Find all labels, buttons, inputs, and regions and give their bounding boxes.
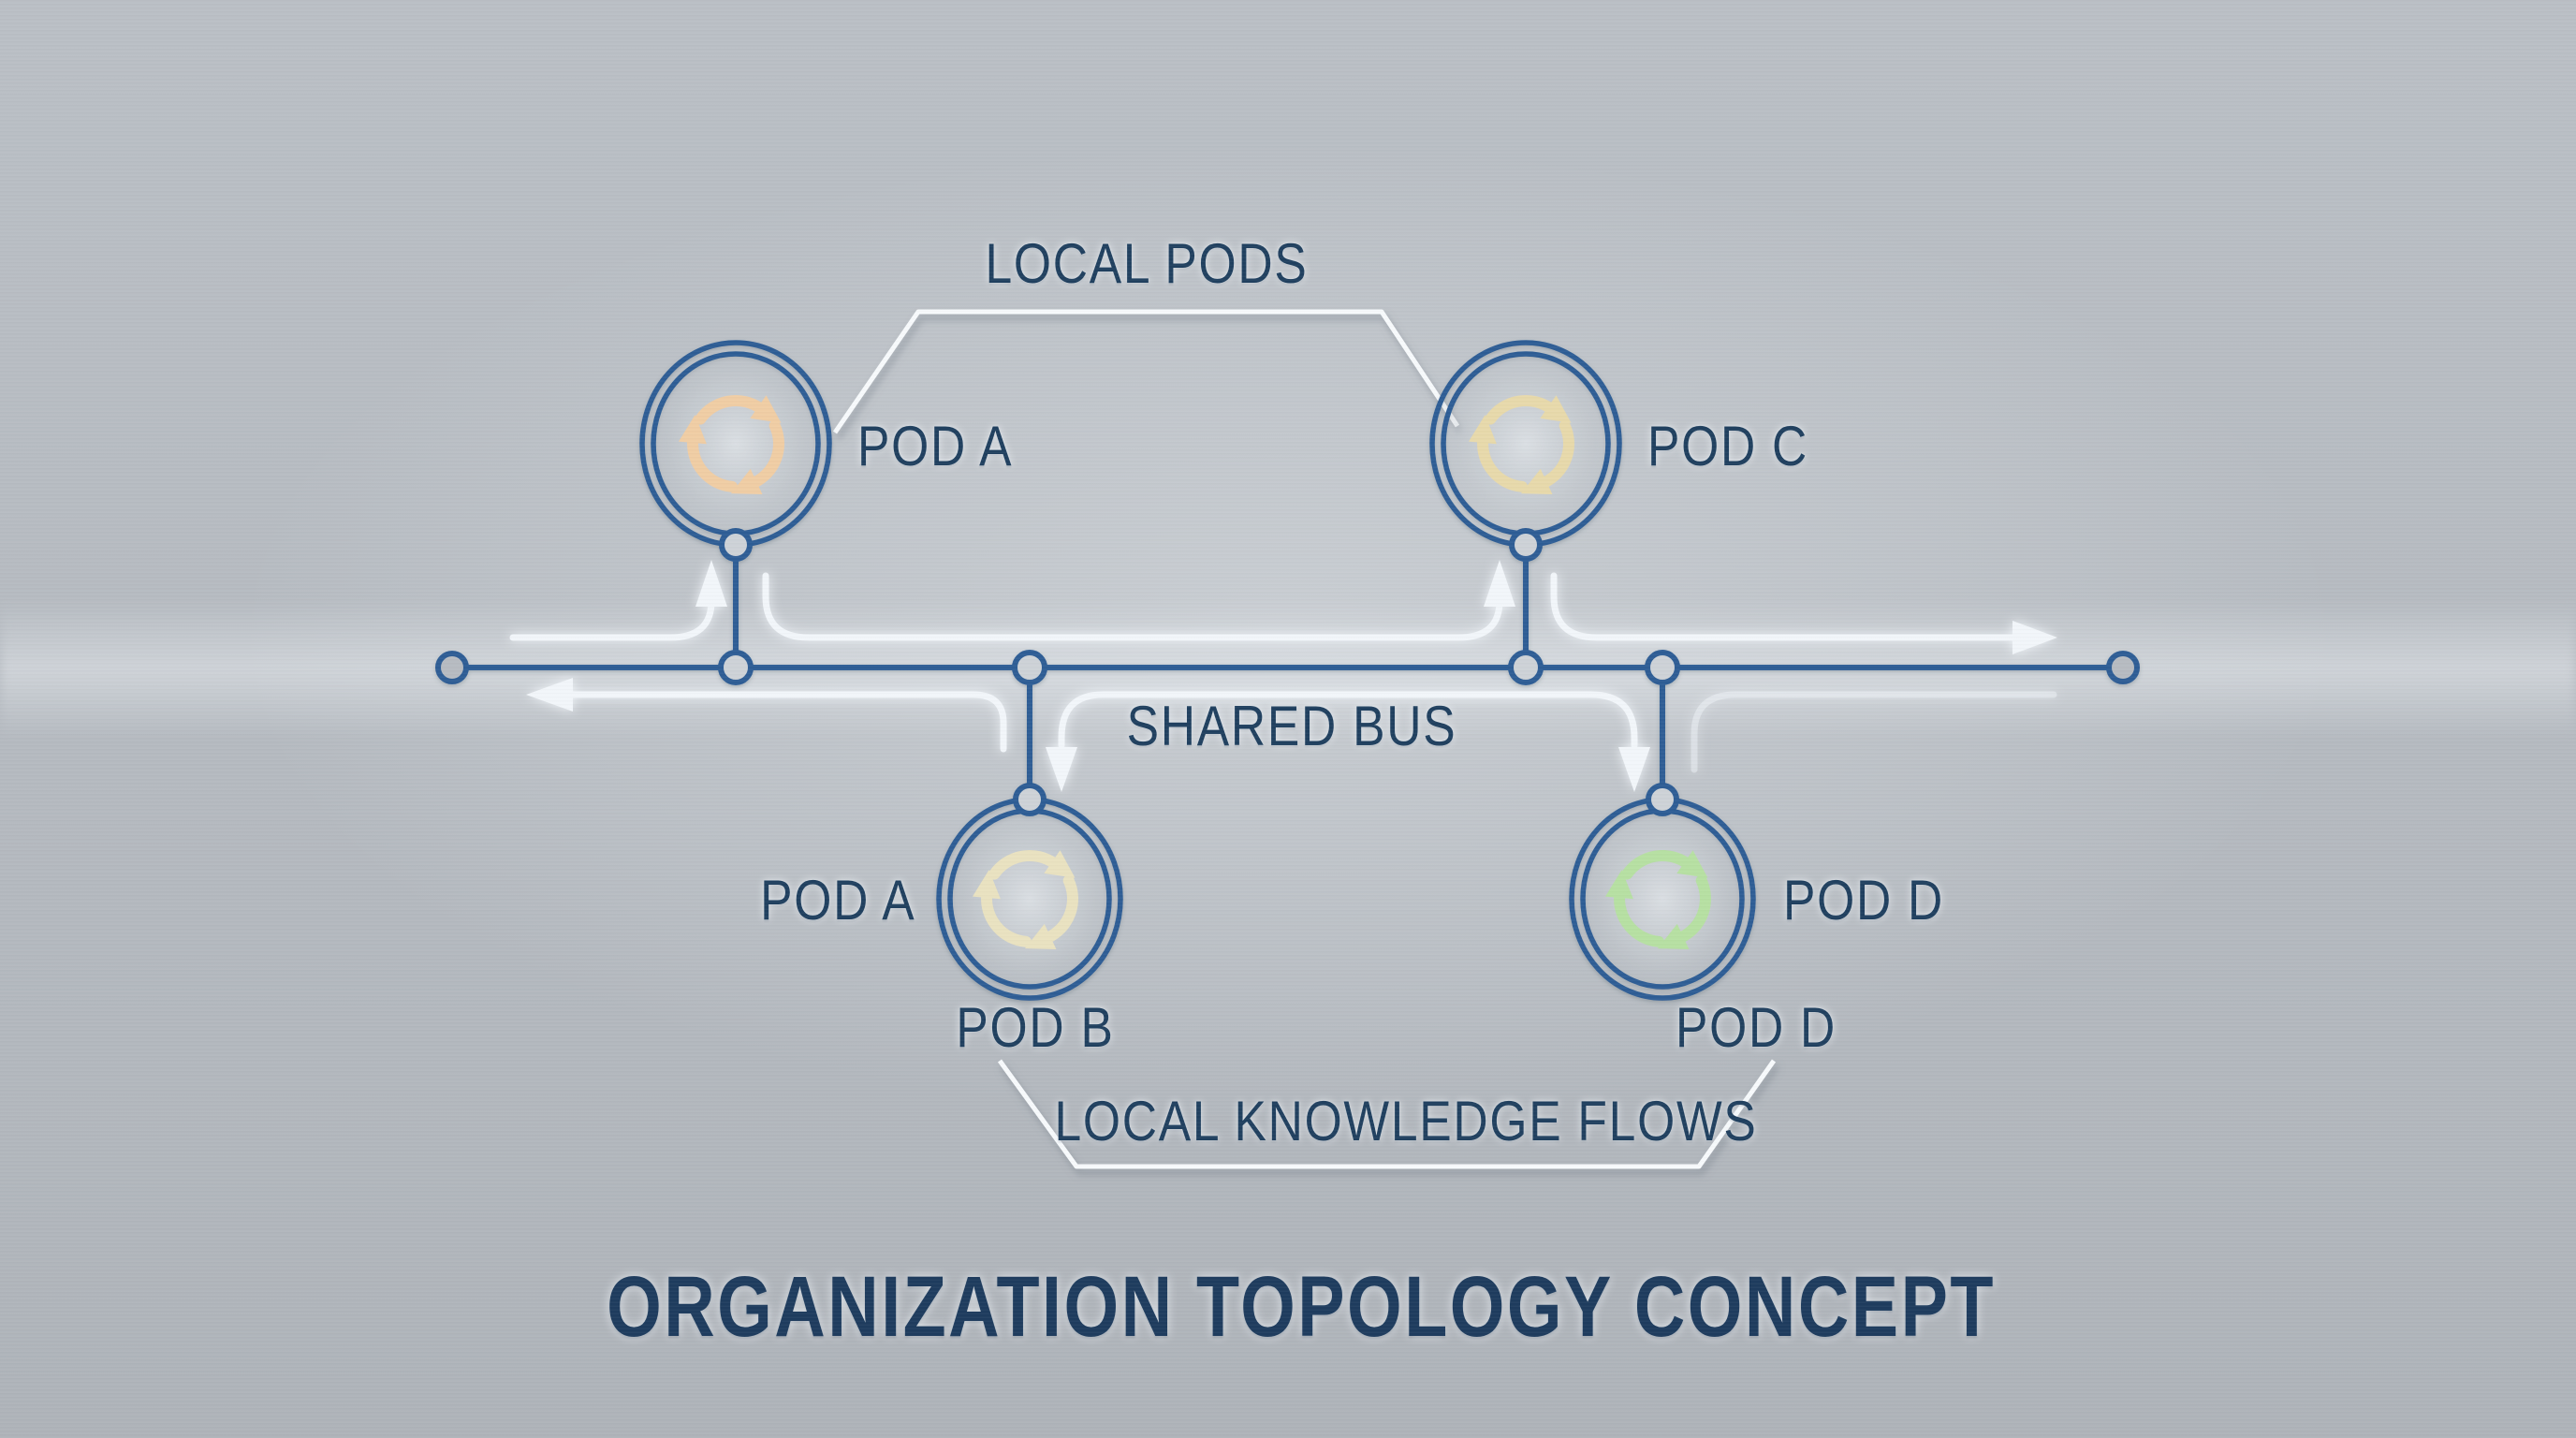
flow-arrow-left-icon	[526, 678, 573, 712]
bus-junction-pod-b	[1012, 650, 1047, 685]
knowledge-flows-callout-line	[997, 1059, 1777, 1169]
flow-pod-c-to-right	[1550, 572, 2016, 641]
flow-arrow-down-pod-b-icon	[1046, 747, 1077, 792]
flow-pod-a-to-pod-c	[762, 572, 1503, 641]
bus-endpoint-left	[435, 651, 469, 684]
flow-out-pod-d-right	[1690, 691, 2057, 773]
pod-b-below-label: POD B	[956, 996, 1115, 1059]
local-pods-label: LOCAL PODS	[985, 232, 1309, 295]
pod-d-side-label: POD D	[1783, 869, 1945, 932]
pod-d-connector-node	[1646, 783, 1679, 816]
callout-lines	[832, 309, 1777, 1169]
flow-arrow-down-pod-d-icon	[1618, 747, 1650, 792]
flow-bus-leftward	[569, 691, 1007, 753]
pod-c-label: POD C	[1647, 415, 1809, 477]
flow-into-pod-a	[509, 595, 715, 641]
local-pods-callout-line	[832, 309, 1460, 434]
flow-into-bottom-pods	[1058, 691, 1638, 749]
bus-junction-pod-a	[718, 650, 754, 685]
pod-d-ring	[1569, 797, 1756, 1001]
flow-arrow-up-pod-a-icon	[695, 560, 727, 607]
shared-bus-label: SHARED BUS	[1126, 695, 1457, 757]
local-knowledge-flows-label: LOCAL KNOWLEDGE FLOWS	[1054, 1090, 1758, 1152]
pod-d-below-label: POD D	[1675, 996, 1837, 1059]
flow-arrow-right-icon	[2012, 621, 2057, 654]
pod-c-connector-node	[1509, 528, 1543, 562]
pod-a-connector-node	[719, 528, 753, 562]
pod-c-ring	[1429, 340, 1622, 548]
bus-junction-pod-d	[1645, 650, 1680, 685]
bus-junction-pod-c	[1508, 650, 1544, 685]
page-title: ORGANIZATION TOPOLOGY CONCEPT	[607, 1259, 1996, 1355]
pod-b-side-label: POD A	[759, 869, 915, 932]
bus-endpoint-right	[2106, 651, 2140, 684]
pod-b-connector-node	[1013, 783, 1046, 816]
pod-a-label: POD A	[857, 415, 1014, 477]
pod-a-ring	[639, 340, 832, 548]
flow-lines	[509, 560, 2057, 792]
bus-structure	[435, 340, 2140, 1001]
flow-arrow-up-pod-c-icon	[1484, 560, 1515, 607]
pod-b-ring	[936, 797, 1123, 1001]
